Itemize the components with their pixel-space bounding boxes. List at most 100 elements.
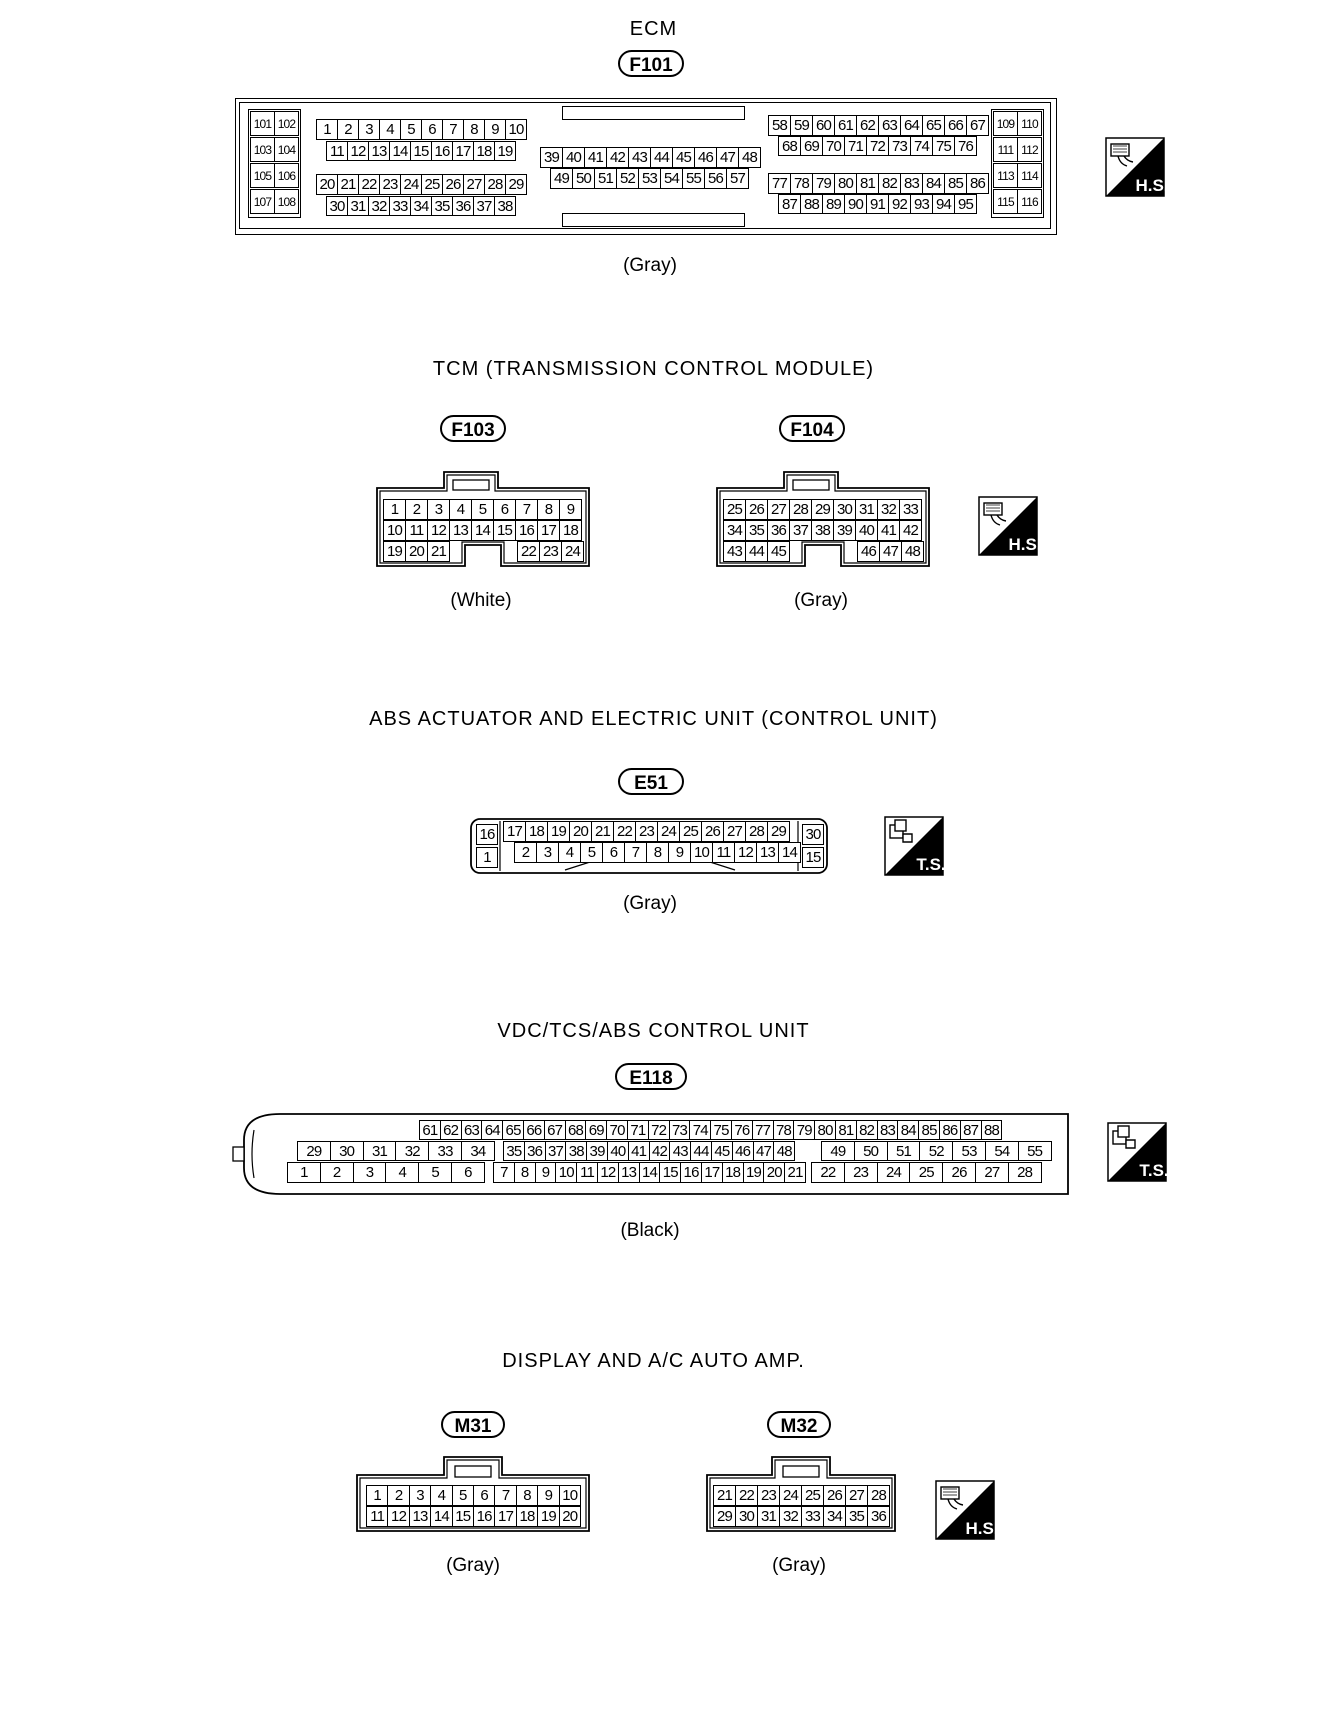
terminal-22: 22 [811,1162,845,1183]
terminal-41: 41 [627,1141,650,1161]
terminal-18: 18 [473,141,495,161]
terminal-18: 18 [525,821,548,842]
terminal-65: 65 [502,1120,524,1140]
terminal-22: 22 [735,1485,758,1506]
terminal-15: 15 [802,847,824,868]
terminal-28: 28 [867,1485,890,1506]
terminal-53: 53 [952,1141,986,1161]
harness-side-icon: H.S. [935,1480,999,1540]
terminal-14: 14 [471,520,494,541]
terminal-13: 13 [756,842,779,863]
terminal-73: 73 [888,136,911,156]
connector-label-f103: F103 [440,415,506,442]
terminal-16: 16 [473,1506,496,1527]
terminal-31: 31 [757,1506,780,1527]
terminal-12: 12 [347,141,369,161]
terminal-64: 64 [900,115,923,136]
terminal-111: 111 [993,137,1018,162]
terminal-29: 29 [811,499,834,520]
terminal-50: 50 [572,168,595,189]
terminal-49: 49 [821,1141,855,1161]
terminal-38: 38 [811,520,834,541]
terminal-7: 7 [515,499,538,520]
terminal-48: 48 [901,541,924,562]
terminal-14: 14 [778,842,801,863]
terminal-91: 91 [866,194,889,214]
terminal-14: 14 [638,1162,661,1183]
terminal-23: 23 [379,174,401,195]
icon-label: H.S. [1008,535,1038,554]
terminal-1: 1 [476,847,498,868]
abs-title: ABS ACTUATOR AND ELECTRIC UNIT (CONTROL … [369,708,938,730]
terminal-3: 3 [408,1485,432,1506]
terminal-42: 42 [899,520,922,541]
terminal-10: 10 [558,1485,581,1506]
terminal-8: 8 [513,1162,536,1183]
terminal-1: 1 [287,1162,321,1183]
terminal-47: 47 [879,541,902,562]
harness-side-icon: H.S. [1105,137,1169,197]
terminal-49: 49 [550,168,573,189]
terminal-26: 26 [442,174,464,195]
terminal-36: 36 [452,196,474,216]
terminal-4: 4 [430,1485,453,1506]
terminal-17: 17 [701,1162,723,1183]
terminal-7: 7 [624,842,647,863]
terminal-19: 19 [547,821,570,842]
terminal-106: 106 [274,163,299,188]
terminal-17: 17 [494,1506,517,1527]
terminal-81: 81 [856,173,879,194]
terminal-45: 45 [672,147,695,168]
terminal-12: 12 [734,842,757,863]
terminal-7: 7 [442,119,464,140]
terminal-62: 62 [439,1120,462,1140]
ecm-title: ECM [629,18,678,40]
terminal-47: 47 [752,1141,775,1161]
terminal-70: 70 [822,136,845,156]
terminal-51: 51 [886,1141,921,1161]
terminal-9: 9 [537,1485,560,1506]
terminal-73: 73 [668,1120,691,1140]
terminal-7: 7 [493,1162,515,1183]
terminal-44: 44 [650,147,673,168]
terminal-23: 23 [757,1485,780,1506]
connector-color-e51: (Gray) [623,893,677,914]
terminal-20: 20 [316,174,338,195]
terminal-44: 44 [745,541,768,562]
terminal-78: 78 [790,173,813,194]
terminal-95: 95 [954,194,977,214]
terminal-8: 8 [463,119,485,140]
terminal-11: 11 [366,1506,389,1527]
terminal-34: 34 [823,1506,846,1527]
terminal-33: 33 [801,1506,824,1527]
terminal-69: 69 [585,1120,608,1140]
terminal-31: 31 [855,499,878,520]
terminal-24: 24 [876,1162,911,1183]
terminal-13: 13 [449,520,472,541]
terminal-5: 5 [400,119,422,140]
terminal-21: 21 [591,821,614,842]
terminal-9: 9 [668,842,691,863]
terminal-92: 92 [888,194,911,214]
terminal-28: 28 [484,174,506,195]
terminal-114: 114 [1017,163,1042,188]
terminal-82: 82 [855,1120,878,1140]
terminal-9: 9 [484,119,506,140]
terminal-54: 54 [985,1141,1019,1161]
terminal-4: 4 [558,842,581,863]
terminal-25: 25 [723,499,746,520]
terminal-5: 5 [451,1485,474,1506]
terminal-113: 113 [993,163,1018,188]
terminal-35: 35 [845,1506,868,1527]
terminal-37: 37 [789,520,812,541]
terminal-33: 33 [428,1141,462,1161]
harness-side-icon: H.S. [935,1480,999,1540]
terminal-18: 18 [515,1506,539,1527]
terminal-84: 84 [897,1120,920,1140]
terminal-101: 101 [250,111,275,136]
terminal-39: 39 [540,147,563,168]
terminal-10: 10 [555,1162,578,1183]
terminal-19: 19 [383,541,406,562]
terminal-12: 12 [597,1162,619,1183]
